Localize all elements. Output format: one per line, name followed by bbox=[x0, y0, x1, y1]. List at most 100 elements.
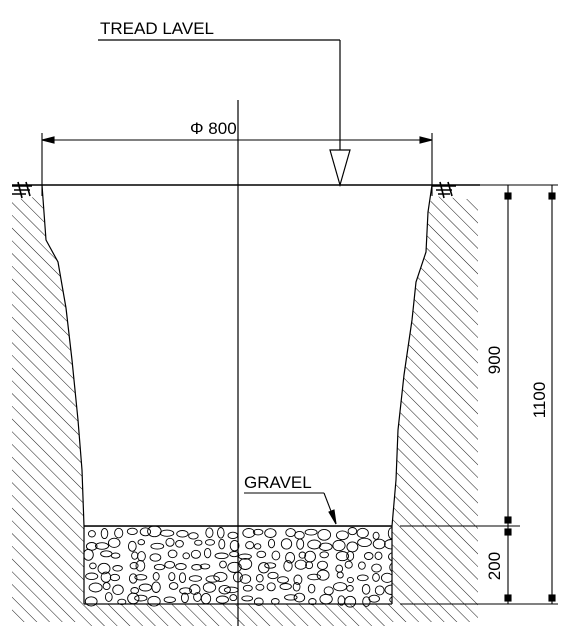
dimension-1100-label: 1100 bbox=[530, 382, 549, 419]
pit-wall-right bbox=[391, 184, 433, 604]
gravel-stone bbox=[304, 528, 318, 536]
gravel-stone bbox=[255, 573, 264, 583]
gravel-stone bbox=[97, 562, 111, 575]
gravel-stone bbox=[372, 538, 386, 550]
gravel-stone bbox=[293, 592, 306, 603]
gravel-stone bbox=[267, 571, 279, 580]
gravel-stone bbox=[319, 593, 333, 605]
gravel-stone bbox=[358, 561, 366, 570]
gravel-stone bbox=[298, 551, 307, 559]
gravel-stone bbox=[107, 537, 121, 548]
pit-wall-left bbox=[41, 184, 85, 604]
gravel-stone bbox=[151, 581, 161, 593]
gravel-stone bbox=[279, 583, 292, 590]
gravel-stone bbox=[368, 594, 380, 603]
gravel-stone bbox=[89, 562, 97, 570]
gravel-stone bbox=[129, 562, 139, 570]
gravel-stone bbox=[168, 572, 176, 582]
gravel-stone bbox=[270, 598, 280, 605]
gravel-stone bbox=[346, 576, 354, 584]
gravel-stones bbox=[84, 526, 392, 608]
gravel-stone bbox=[346, 585, 354, 592]
gravel-stone bbox=[126, 527, 138, 536]
gravel-stone bbox=[238, 553, 252, 560]
gravel-stone bbox=[239, 574, 252, 584]
gravel-stone bbox=[317, 560, 328, 570]
gravel-stone bbox=[110, 552, 121, 559]
gravel-stone bbox=[335, 551, 350, 562]
gravel-stone bbox=[176, 530, 189, 538]
tread-level-leader bbox=[98, 39, 351, 188]
gravel-leader bbox=[244, 492, 337, 525]
gravel-stone bbox=[307, 583, 316, 594]
gravel-stone bbox=[190, 549, 201, 559]
gravel-stone bbox=[280, 538, 293, 550]
gravel-stone bbox=[344, 560, 353, 569]
gravel-stone bbox=[242, 528, 256, 538]
gravel-stone bbox=[168, 582, 179, 590]
ground-tuft-right bbox=[432, 181, 456, 199]
gravel-stone bbox=[188, 575, 202, 582]
gravel-stone bbox=[361, 583, 371, 595]
gravel-stone bbox=[167, 549, 178, 559]
gravel-stone bbox=[139, 527, 152, 537]
gravel-stone bbox=[332, 539, 346, 552]
gravel-stone bbox=[256, 550, 267, 559]
gravel-stone bbox=[374, 551, 383, 560]
gravel-stone bbox=[335, 530, 349, 541]
gravel-stone bbox=[242, 584, 253, 592]
tread-level-label: TREAD LAVEL bbox=[100, 19, 214, 38]
gravel-stone bbox=[267, 538, 276, 549]
gravel-stone bbox=[180, 592, 189, 604]
gravel-stone bbox=[179, 587, 193, 595]
gravel-stone bbox=[229, 539, 240, 552]
gravel-stone bbox=[213, 571, 228, 582]
gravel-stone bbox=[134, 574, 148, 581]
gravel-stone bbox=[200, 592, 212, 605]
gravel-stone bbox=[164, 560, 176, 569]
gravel-stone bbox=[294, 559, 307, 570]
gravel-stone bbox=[163, 596, 176, 603]
gravel-stone bbox=[153, 563, 166, 571]
gravel-stone bbox=[305, 561, 314, 570]
gravel-stone bbox=[102, 582, 111, 591]
gravel-stone bbox=[227, 561, 242, 573]
gravel-stone bbox=[88, 582, 103, 593]
gravel-stone bbox=[114, 527, 124, 539]
gravel-stone bbox=[293, 574, 303, 585]
gravel-stone bbox=[384, 584, 392, 595]
gravel-stone bbox=[277, 576, 289, 584]
gravel-stone bbox=[292, 582, 301, 592]
soil-hatch-left bbox=[12, 196, 84, 622]
gravel-stone bbox=[137, 539, 146, 546]
gravel-stone bbox=[219, 560, 227, 569]
gravel-stone bbox=[159, 529, 175, 537]
gravel-stone bbox=[380, 572, 392, 583]
vertical-dimensions bbox=[400, 184, 558, 605]
gravel-stone bbox=[100, 527, 109, 540]
gravel-stone bbox=[87, 530, 96, 538]
gravel-stone bbox=[387, 527, 392, 540]
gravel-stone bbox=[319, 551, 329, 559]
gravel-stone bbox=[205, 527, 214, 538]
gravel-stone bbox=[217, 527, 225, 539]
gravel-stone bbox=[316, 569, 330, 581]
gravel-stone bbox=[264, 562, 277, 569]
gravel-stone bbox=[285, 551, 296, 564]
gravel-stone bbox=[389, 562, 392, 573]
gravel-stone bbox=[188, 532, 199, 540]
gravel-stone bbox=[204, 539, 216, 546]
gravel-stone bbox=[346, 550, 355, 561]
gravel-stone bbox=[85, 572, 99, 581]
gravel-stone bbox=[218, 584, 231, 595]
gravel-stone bbox=[112, 565, 123, 572]
gravel-stone bbox=[357, 537, 372, 548]
gravel-layer bbox=[84, 526, 392, 608]
gravel-stone bbox=[363, 552, 374, 560]
gravel-stone bbox=[203, 547, 212, 559]
soil-hatch-right bbox=[392, 196, 478, 622]
gravel-stone bbox=[152, 572, 160, 581]
gravel-stone bbox=[165, 537, 175, 547]
gravel-stone bbox=[94, 542, 110, 550]
gravel-stone bbox=[317, 528, 332, 541]
